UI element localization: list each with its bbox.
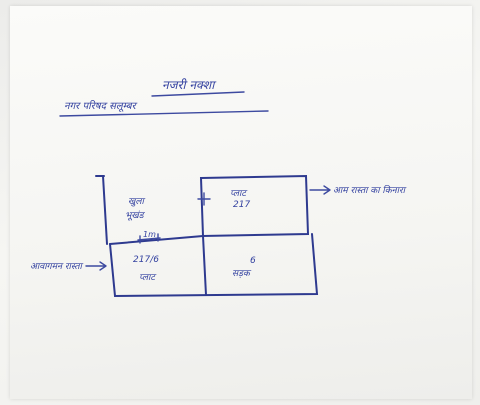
plot-217-6-label-2: प्लाट [139,273,155,283]
bottom-divider [202,235,207,296]
plot-217-box [199,174,310,238]
left-arrow-label: आवागमन रास्ता [30,262,82,272]
plot-217-6-label-1: 217/6 [133,255,159,265]
open-plot-label-1: खुला [128,197,144,207]
left-boundary-upper [102,175,108,245]
subtitle-text: नगर परिषद सलूम्बर [64,101,136,112]
plus-mark [197,192,211,206]
subtitle-underline [59,110,269,117]
open-plot-label-2: भूखंड [125,211,144,221]
title-text: नजरी नक्शा [162,78,215,92]
gap-bracket [137,233,161,244]
right-arrow-label: आम रास्ता का किनारा [333,186,405,196]
middle-line-left [109,235,204,245]
plot-217-label-1: प्लाट [230,189,246,199]
left-arrow [85,261,107,271]
plot-217-label-2: 217 [233,200,251,210]
bottom-section-outline [109,233,319,298]
right-arrow [309,185,331,195]
gap-mark-label: 1m [143,230,156,239]
paper-sheet [10,6,472,399]
road-label-2: सड़क [232,269,250,279]
road-label-1: 6 [250,256,256,266]
title-underline [151,91,245,97]
